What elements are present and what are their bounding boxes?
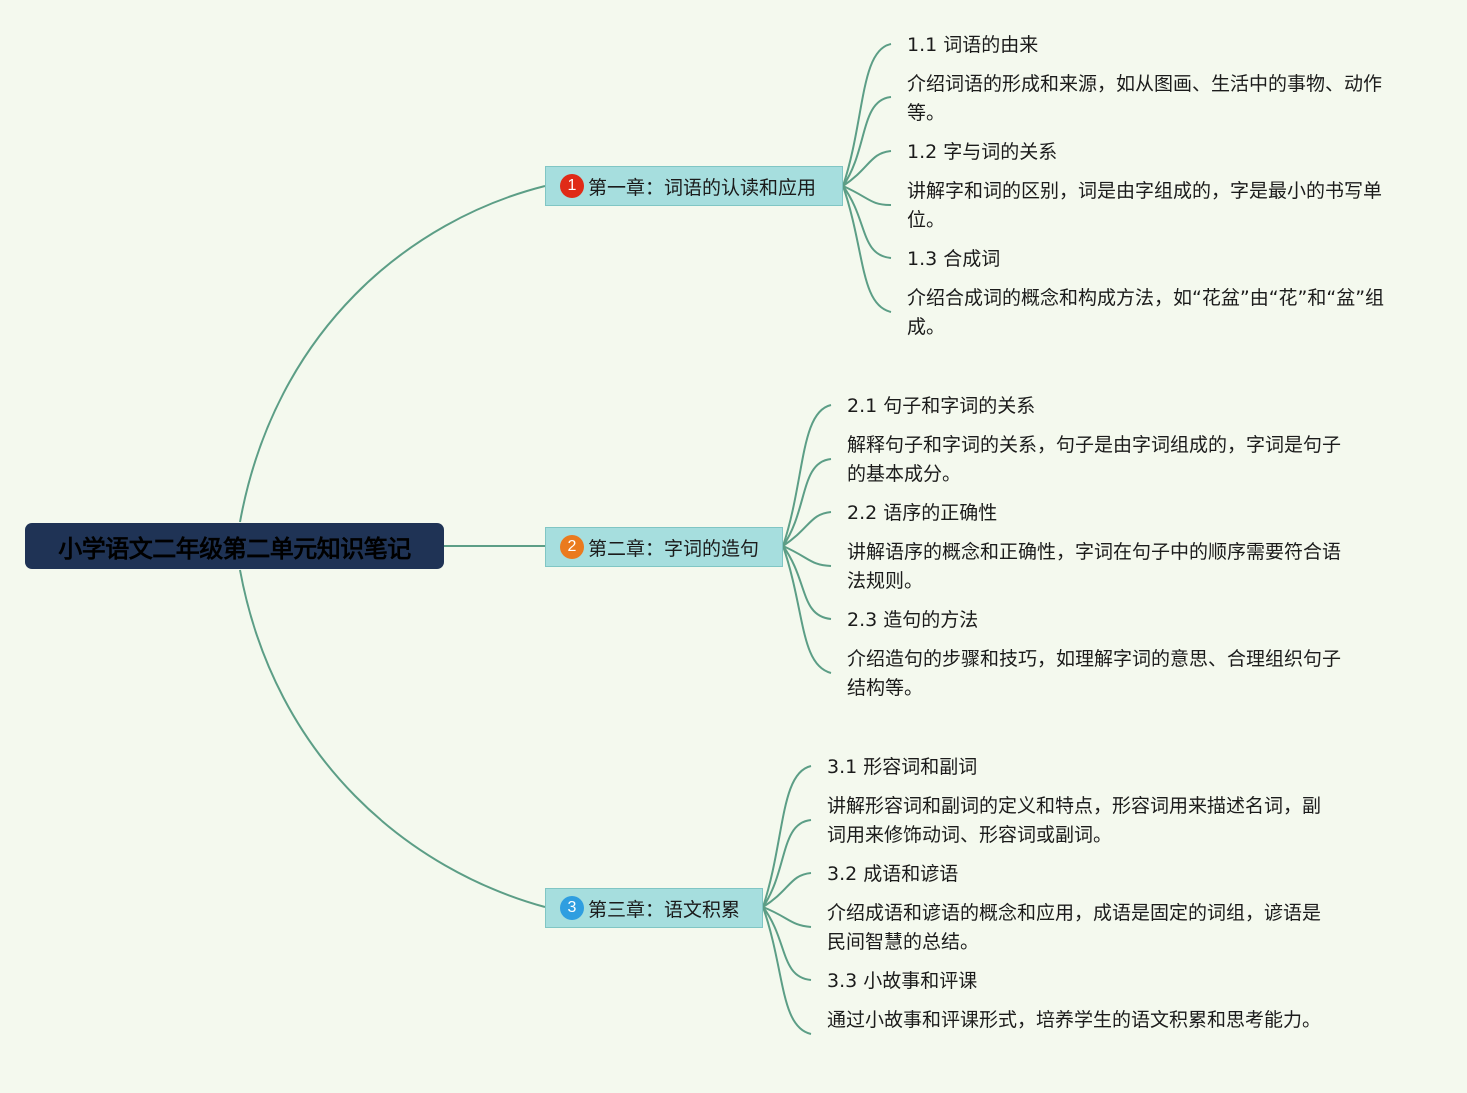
chapter-node-3[interactable]: 3 第三章：语文积累 — [545, 888, 763, 928]
connector-ch1-item-4 — [842, 185, 892, 206]
topic-title[interactable]: 2.3 造句的方法 — [847, 609, 979, 631]
topic-description[interactable]: 介绍词语的形成和来源，如从图画、生活中的事物、动作等。 — [907, 73, 1383, 124]
connector-ch1-item-1 — [842, 43, 892, 187]
connector-ch1-item-5 — [842, 185, 892, 259]
topic-title[interactable]: 1.2 字与词的关系 — [907, 141, 1058, 163]
connector-ch3-item-1 — [762, 765, 812, 908]
chapter-label: 第一章：词语的认读和应用 — [588, 176, 817, 199]
connector-ch1-item-6 — [842, 185, 892, 313]
connector-ch3-item-3 — [762, 872, 812, 908]
connector-ch3-item-2 — [762, 819, 812, 908]
connector-ch2-item-6 — [782, 545, 832, 674]
topic-title[interactable]: 1.1 词语的由来 — [907, 34, 1039, 56]
chapter-number-badge: 3 — [560, 896, 584, 920]
topic-description[interactable]: 讲解语序的概念和正确性，字词在句子中的顺序需要符合语法规则。 — [847, 541, 1342, 592]
connector-root-chapter-3 — [239, 569, 546, 908]
root-node[interactable]: 小学语文二年级第二单元知识笔记 — [25, 523, 444, 569]
chapter-label: 第三章：语文积累 — [588, 898, 741, 921]
connector-ch2-item-3 — [782, 511, 832, 547]
topic-title[interactable]: 2.2 语序的正确性 — [847, 502, 998, 524]
connector-ch2-item-1 — [782, 404, 832, 547]
chapter-node-2[interactable]: 2 第二章：字词的造句 — [545, 527, 783, 567]
connector-ch3-item-4 — [762, 906, 812, 928]
connector-ch1-item-3 — [842, 150, 892, 187]
topic-description[interactable]: 介绍成语和谚语的概念和应用，成语是固定的词组，谚语是民间智慧的总结。 — [827, 902, 1322, 953]
chapter-number-badge: 2 — [560, 535, 584, 559]
chapter-label: 第二章：字词的造句 — [588, 537, 760, 560]
connector-ch1-item-2 — [842, 96, 892, 187]
chapter-number-badge: 1 — [560, 174, 584, 198]
connector-ch3-item-6 — [762, 906, 812, 1035]
topic-title[interactable]: 3.3 小故事和评课 — [827, 970, 978, 992]
topic-title[interactable]: 2.1 句子和字词的关系 — [847, 395, 1036, 417]
connector-ch2-item-2 — [782, 458, 832, 547]
connector-ch2-item-4 — [782, 545, 832, 567]
connector-ch2-item-5 — [782, 545, 832, 620]
root-label: 小学语文二年级第二单元知识笔记 — [58, 534, 411, 563]
connector-ch3-item-5 — [762, 906, 812, 981]
topic-description[interactable]: 解释句子和字词的关系，句子是由字词组成的，字词是句子的基本成分。 — [847, 434, 1342, 485]
topic-description[interactable]: 介绍合成词的概念和构成方法，如“花盆”由“花”和“盆”组成。 — [907, 287, 1385, 338]
topic-description[interactable]: 讲解字和词的区别，词是由字组成的，字是最小的书写单位。 — [907, 180, 1383, 231]
connector-root-chapter-1 — [239, 185, 546, 523]
topic-title[interactable]: 3.2 成语和谚语 — [827, 863, 959, 885]
topic-title[interactable]: 1.3 合成词 — [907, 248, 1001, 270]
chapter-node-1[interactable]: 1 第一章：词语的认读和应用 — [545, 166, 843, 206]
topic-title[interactable]: 3.1 形容词和副词 — [827, 756, 978, 778]
topic-description[interactable]: 讲解形容词和副词的定义和特点，形容词用来描述名词，副词用来修饰动词、形容词或副词… — [827, 795, 1322, 846]
topic-description[interactable]: 通过小故事和评课形式，培养学生的语文积累和思考能力。 — [827, 1009, 1322, 1031]
topic-description[interactable]: 介绍造句的步骤和技巧，如理解字词的意思、合理组织句子结构等。 — [847, 648, 1342, 699]
